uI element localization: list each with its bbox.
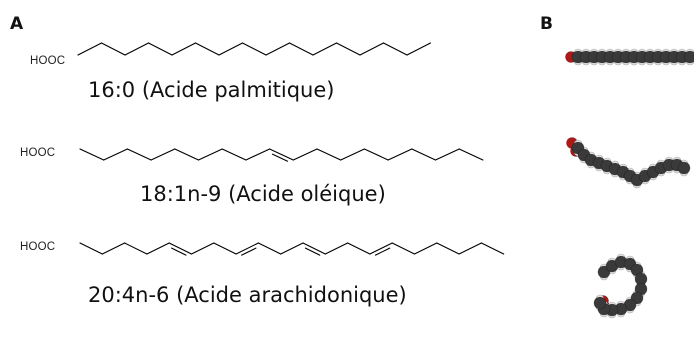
bond-15-16 <box>411 148 437 161</box>
bond-4-5 <box>147 42 173 56</box>
double-bond-11 <box>304 247 321 256</box>
bond-5-6 <box>174 148 200 161</box>
bond-6-7 <box>190 242 215 255</box>
bond-10-11 <box>280 242 304 255</box>
bond-8-9 <box>241 42 267 56</box>
bond-15-16 <box>391 242 416 255</box>
bond-16-17 <box>413 242 438 255</box>
bond-2-3 <box>101 242 126 255</box>
bond-4-5 <box>150 148 176 161</box>
bond-1-2 <box>77 42 103 56</box>
bond-9-10 <box>257 242 282 255</box>
bond-12-13 <box>340 148 365 161</box>
carbon-atom <box>593 296 607 310</box>
bond-12-13 <box>324 242 349 255</box>
bond-6-7 <box>197 148 223 161</box>
caption-palmitic: 16:0 (Acide palmitique) <box>88 78 335 102</box>
skeletal-formula-oleic <box>79 148 484 162</box>
skeletal-formula-palmitic <box>77 42 432 56</box>
bond-17-18 <box>436 242 460 255</box>
bond-16-17 <box>434 148 460 161</box>
bond-10-11 <box>292 148 318 161</box>
bond-4-5 <box>146 242 170 255</box>
bond-3-4 <box>124 242 148 255</box>
bond-7-8 <box>221 148 247 161</box>
panel-label-b: B <box>540 14 553 34</box>
head-group-label-oleic: HOOC <box>20 147 56 159</box>
bond-8-9 <box>245 148 271 161</box>
double-bond-5 <box>171 247 187 256</box>
bond-18-19 <box>458 242 482 255</box>
bond-14-15 <box>369 242 393 255</box>
panel-label-a: A <box>10 14 24 34</box>
head-group-label-palmitic: HOOC <box>30 55 66 67</box>
head-group-label-arachidonic: HOOC <box>20 241 56 253</box>
double-bond-9 <box>271 153 289 162</box>
bond-9-10 <box>269 148 294 161</box>
bond-7-8 <box>213 242 237 255</box>
carbon-atom <box>677 161 691 175</box>
caption-arachidonic: 20:4n-6 (Acide arachidonique) <box>88 283 407 307</box>
space-filling-model-palmitic <box>565 48 694 66</box>
bond-2-3 <box>100 42 126 56</box>
bond-19-20 <box>480 242 505 255</box>
bond-14-15 <box>387 148 413 161</box>
bond-11-12 <box>302 242 326 255</box>
carbon-atom <box>683 50 694 64</box>
bond-9-10 <box>265 42 291 56</box>
bond-1-2 <box>79 148 105 161</box>
bond-11-12 <box>312 42 338 56</box>
bond-1-2 <box>79 242 103 255</box>
bond-7-8 <box>218 42 244 56</box>
bond-12-13 <box>335 42 361 56</box>
caption-oleic: 18:1n-9 (Acide oléique) <box>140 182 386 206</box>
bond-11-12 <box>316 148 342 161</box>
bond-6-7 <box>194 42 220 56</box>
space-filling-model-arachidonic <box>593 253 648 319</box>
bond-3-4 <box>124 42 150 56</box>
double-bond-14 <box>374 247 391 256</box>
bond-2-3 <box>103 148 128 161</box>
bond-10-11 <box>288 42 314 56</box>
bond-13-14 <box>363 148 389 161</box>
bond-5-6 <box>168 242 193 255</box>
bond-3-4 <box>126 148 152 161</box>
bond-15-16 <box>406 42 432 56</box>
bond-14-15 <box>382 42 408 56</box>
bond-13-14 <box>347 242 371 255</box>
bond-8-9 <box>235 242 259 255</box>
bond-13-14 <box>359 42 385 56</box>
space-filling-model-oleic <box>566 137 691 189</box>
double-bond-8 <box>241 247 257 256</box>
bond-17-18 <box>458 148 484 161</box>
bond-5-6 <box>171 42 197 56</box>
skeletal-formula-arachidonic <box>79 242 505 256</box>
